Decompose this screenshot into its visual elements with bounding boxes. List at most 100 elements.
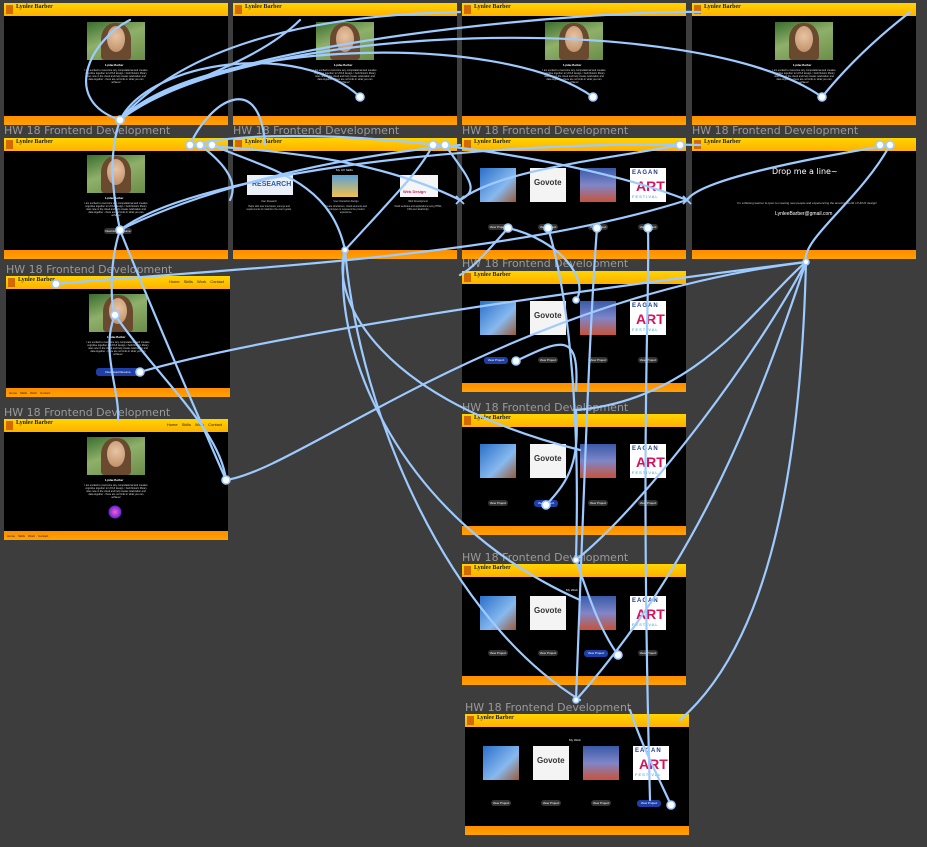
view-project-button[interactable]: View Project xyxy=(488,500,508,506)
view-project-button[interactable]: View Project xyxy=(538,224,558,230)
logo-icon xyxy=(6,421,13,430)
site-header: Lynlee Barber xyxy=(462,138,686,151)
brand-name: Lynlee Barber xyxy=(704,139,741,145)
govote-phone-image xyxy=(480,301,516,335)
view-project-button[interactable]: View Project xyxy=(588,224,608,230)
contact-text: I'm a lifelong learner & open to meeting… xyxy=(737,201,877,205)
frame-label: HW 18 Frontend Development xyxy=(462,124,629,137)
view-project-button[interactable]: View Project xyxy=(491,800,511,806)
view-project-button[interactable]: View Project xyxy=(541,800,561,806)
web-design-image-text: Web Design xyxy=(403,189,426,194)
skill-text: Create wireframes, visual elements and p… xyxy=(325,205,367,214)
frame-contact[interactable]: Lynlee Barber Drop me a line~ I'm a life… xyxy=(692,138,916,259)
site-header: Lynlee Barber xyxy=(692,3,916,16)
bio-quote: I am excited to overcome any computation… xyxy=(542,69,606,84)
portrait-photo xyxy=(545,22,603,60)
view-project-button[interactable]: View Project xyxy=(534,500,558,507)
frame-home-top-4[interactable]: Lynlee Barber Lynlee Barber I am excited… xyxy=(692,3,916,125)
frame-label: HW 18 Frontend Development xyxy=(465,701,632,714)
logo-icon xyxy=(694,5,701,14)
download-resume-button[interactable]: Download Resume xyxy=(96,368,140,376)
nav-skills[interactable]: Skills xyxy=(183,279,193,284)
view-project-button[interactable]: View Project xyxy=(638,500,658,506)
nav-contact[interactable]: Contact xyxy=(210,279,224,284)
frame-label: HW 18 Frontend Development xyxy=(462,257,629,270)
view-project-button[interactable]: View Project xyxy=(588,357,608,363)
view-project-button[interactable]: View Project xyxy=(638,357,658,363)
chinese-culture-image xyxy=(580,168,616,202)
frame-home[interactable]: Lynlee Barber Lynlee Barber I am excited… xyxy=(4,138,228,259)
view-project-button[interactable]: View Project xyxy=(584,650,608,657)
view-project-button[interactable]: View Project xyxy=(488,224,508,230)
bio-quote: I am excited to overcome any computation… xyxy=(772,69,836,84)
portrait-photo xyxy=(775,22,833,60)
skills-heading: My UX Skills xyxy=(336,168,353,172)
nav-work[interactable]: Work xyxy=(196,279,207,284)
frame-home-top-2[interactable]: Lynlee Barber Lynlee Barber I am excited… xyxy=(233,3,457,125)
frame-skills[interactable]: Lynlee Barber My UX Skills RESEARCH Web … xyxy=(233,138,457,259)
bio-quote: I am excited to overcome any computation… xyxy=(84,484,148,499)
site-footer xyxy=(692,250,916,259)
govote-logo-image: Govote xyxy=(530,301,566,335)
site-header: Lynlee Barber xyxy=(4,138,228,151)
site-header: Lynlee Barber xyxy=(233,3,457,16)
logo-icon xyxy=(6,140,13,149)
sparkle-icon xyxy=(108,505,122,519)
contact-email-link[interactable]: LynleeBarber@gmail.com xyxy=(775,211,833,217)
site-footer xyxy=(4,250,228,259)
view-project-button[interactable]: View Project xyxy=(484,357,508,364)
frame-home-top-1[interactable]: Lynlee Barber Lynlee Barber I am excited… xyxy=(4,3,228,125)
frame-home-top-3[interactable]: Lynlee Barber Lynlee Barber I am excited… xyxy=(462,3,686,125)
brand-name: Lynlee Barber xyxy=(18,277,55,283)
brand-name: Lynlee Barber xyxy=(16,420,53,426)
skill-title: User Research xyxy=(261,200,277,203)
bio-name: Lynlee Barber xyxy=(105,478,124,482)
interaction-design-image xyxy=(332,175,358,197)
bio-name: Lynlee Barber xyxy=(563,63,582,67)
bio-quote: I am excited to overcome any computation… xyxy=(86,341,150,356)
bio-quote: I am excited to overcome any computation… xyxy=(313,69,377,84)
view-project-button[interactable]: View Project xyxy=(538,650,558,656)
logo-icon xyxy=(6,5,13,14)
site-footer xyxy=(233,250,457,259)
view-project-button[interactable]: View Project xyxy=(638,650,658,656)
govote-phone-image xyxy=(480,168,516,202)
research-image: RESEARCH xyxy=(247,175,293,195)
frame-label: HW 18 Frontend Development xyxy=(6,263,173,276)
logo-icon xyxy=(694,140,701,149)
view-project-button[interactable]: View Project xyxy=(538,357,558,363)
web-design-image: Web Design xyxy=(400,175,438,197)
nav-home[interactable]: Home xyxy=(168,279,180,284)
view-project-button[interactable]: View Project xyxy=(638,224,658,230)
view-project-button[interactable]: View Project xyxy=(637,800,661,807)
govote-logo-image: Govote xyxy=(530,168,566,202)
view-project-button[interactable]: View Project xyxy=(588,500,608,506)
view-project-button[interactable]: View Project xyxy=(488,650,508,656)
logo-icon xyxy=(235,5,242,14)
bio-name: Lynlee Barber xyxy=(105,196,124,200)
frame-label: HW 18 Frontend Development xyxy=(462,401,629,414)
logo-icon xyxy=(464,5,471,14)
brand-name: Lynlee Barber xyxy=(704,4,741,10)
frame-label: HW 18 Frontend Development xyxy=(4,406,171,419)
download-resume-button[interactable]: Download Resume xyxy=(104,228,132,234)
brand-name: Lynlee Barber xyxy=(474,4,511,10)
work-heading: My Work xyxy=(566,588,578,592)
view-project-button[interactable]: View Project xyxy=(591,800,611,806)
logo-icon xyxy=(464,140,471,149)
skill-text: I build websites and applications using … xyxy=(393,205,443,211)
research-image-text: RESEARCH xyxy=(252,181,292,188)
skill-text: Helps with user interviews, surveys and … xyxy=(246,205,292,211)
